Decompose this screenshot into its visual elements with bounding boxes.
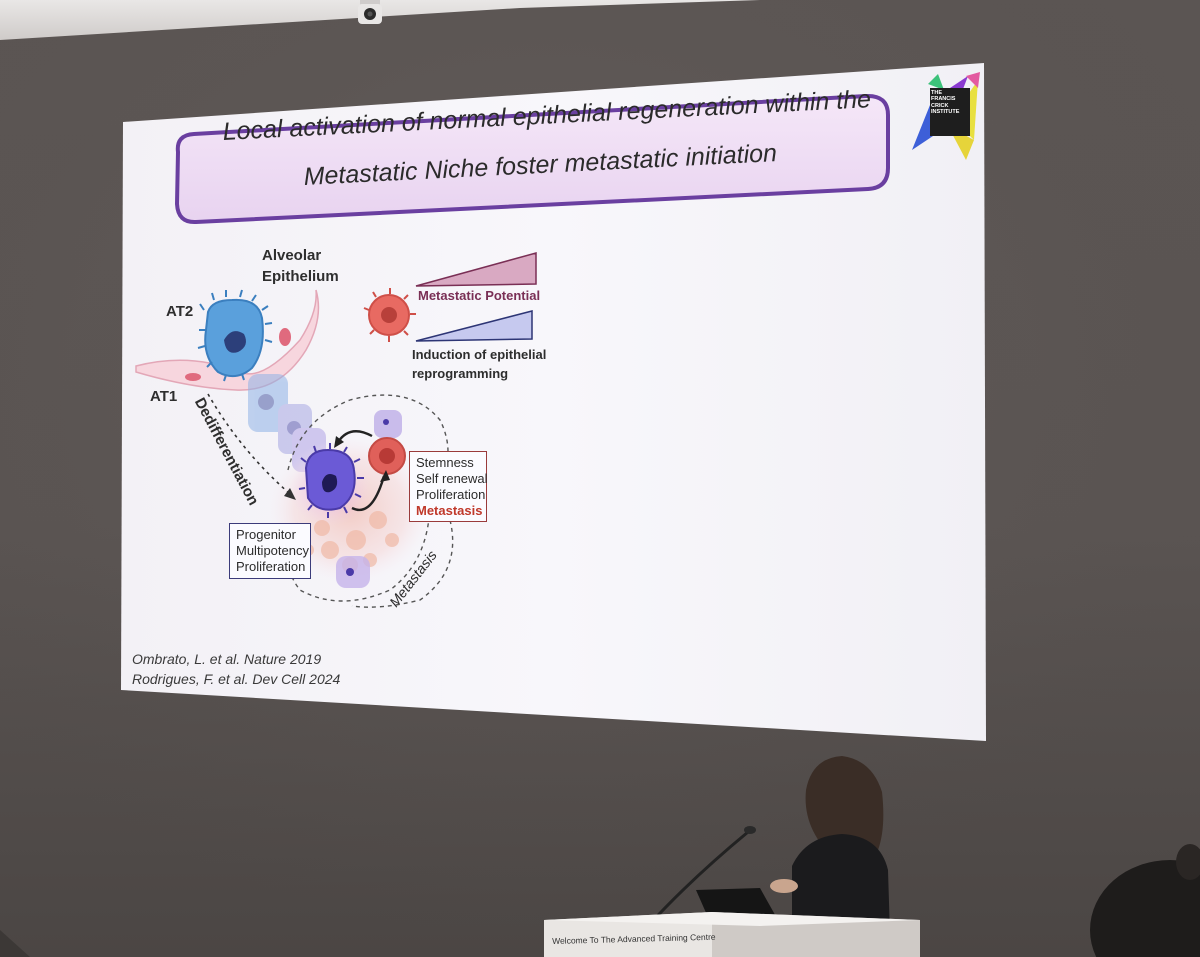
label-epithelium: Epithelium [262,268,339,285]
ceiling-camera-icon [358,0,382,24]
legend-induction-line2: reprogramming [412,366,509,381]
arrow-icon [351,475,386,511]
speaker [770,756,890,935]
at2-cell [197,289,273,382]
title-box [174,93,890,225]
progenitor-item: Progenitor [236,527,296,542]
legend-tumour-cell [363,288,416,342]
reference-1: Ombrato, L. et al. Nature 2019 [132,651,322,667]
stemness-item: Proliferation [416,486,486,502]
stemness-item: Self renewal [416,470,488,486]
progenitor-box: Progenitor Multipotency Proliferation [229,523,311,579]
label-at2: AT2 [166,303,194,320]
progenitor-item: Proliferation [236,558,306,574]
stemness-box: Stemness Self renewal Proliferation Meta… [409,451,488,523]
crick-logo-text: THE FRANCIS CRICK INSTITUTE [931,90,959,115]
stemness-item-metastasis: Metastasis [416,502,483,518]
legend-metastatic-potential: Metastatic Potential [418,288,541,303]
label-alveolar: Alveolar [262,247,322,264]
logo-word: INSTITUTE [931,108,960,115]
at1-nucleus [279,328,291,346]
logo-word: FRANCIS [931,96,956,103]
stemness-item: Stemness [416,455,474,470]
progenitor-item: Multipotency [236,542,309,558]
label-at1: AT1 [150,388,178,405]
violet-cells [336,410,402,588]
logo-word: THE [931,90,942,96]
logo-word: CRICK [931,102,949,109]
ceiling [0,0,760,40]
dedifferentiation-arrow-icon [284,488,296,500]
induction-wedge [415,310,533,342]
at1-nucleus [185,373,201,381]
reference-2: Rodrigues, F. et al. Dev Cell 2024 [132,671,341,687]
audience-head [1090,860,1200,957]
crick-logo [912,72,980,160]
legend-induction-line1: Induction of epithelial [412,347,547,362]
microphone-icon [744,826,756,834]
reprogrammed-cell [298,443,364,518]
metastatic-potential-wedge [415,252,537,287]
